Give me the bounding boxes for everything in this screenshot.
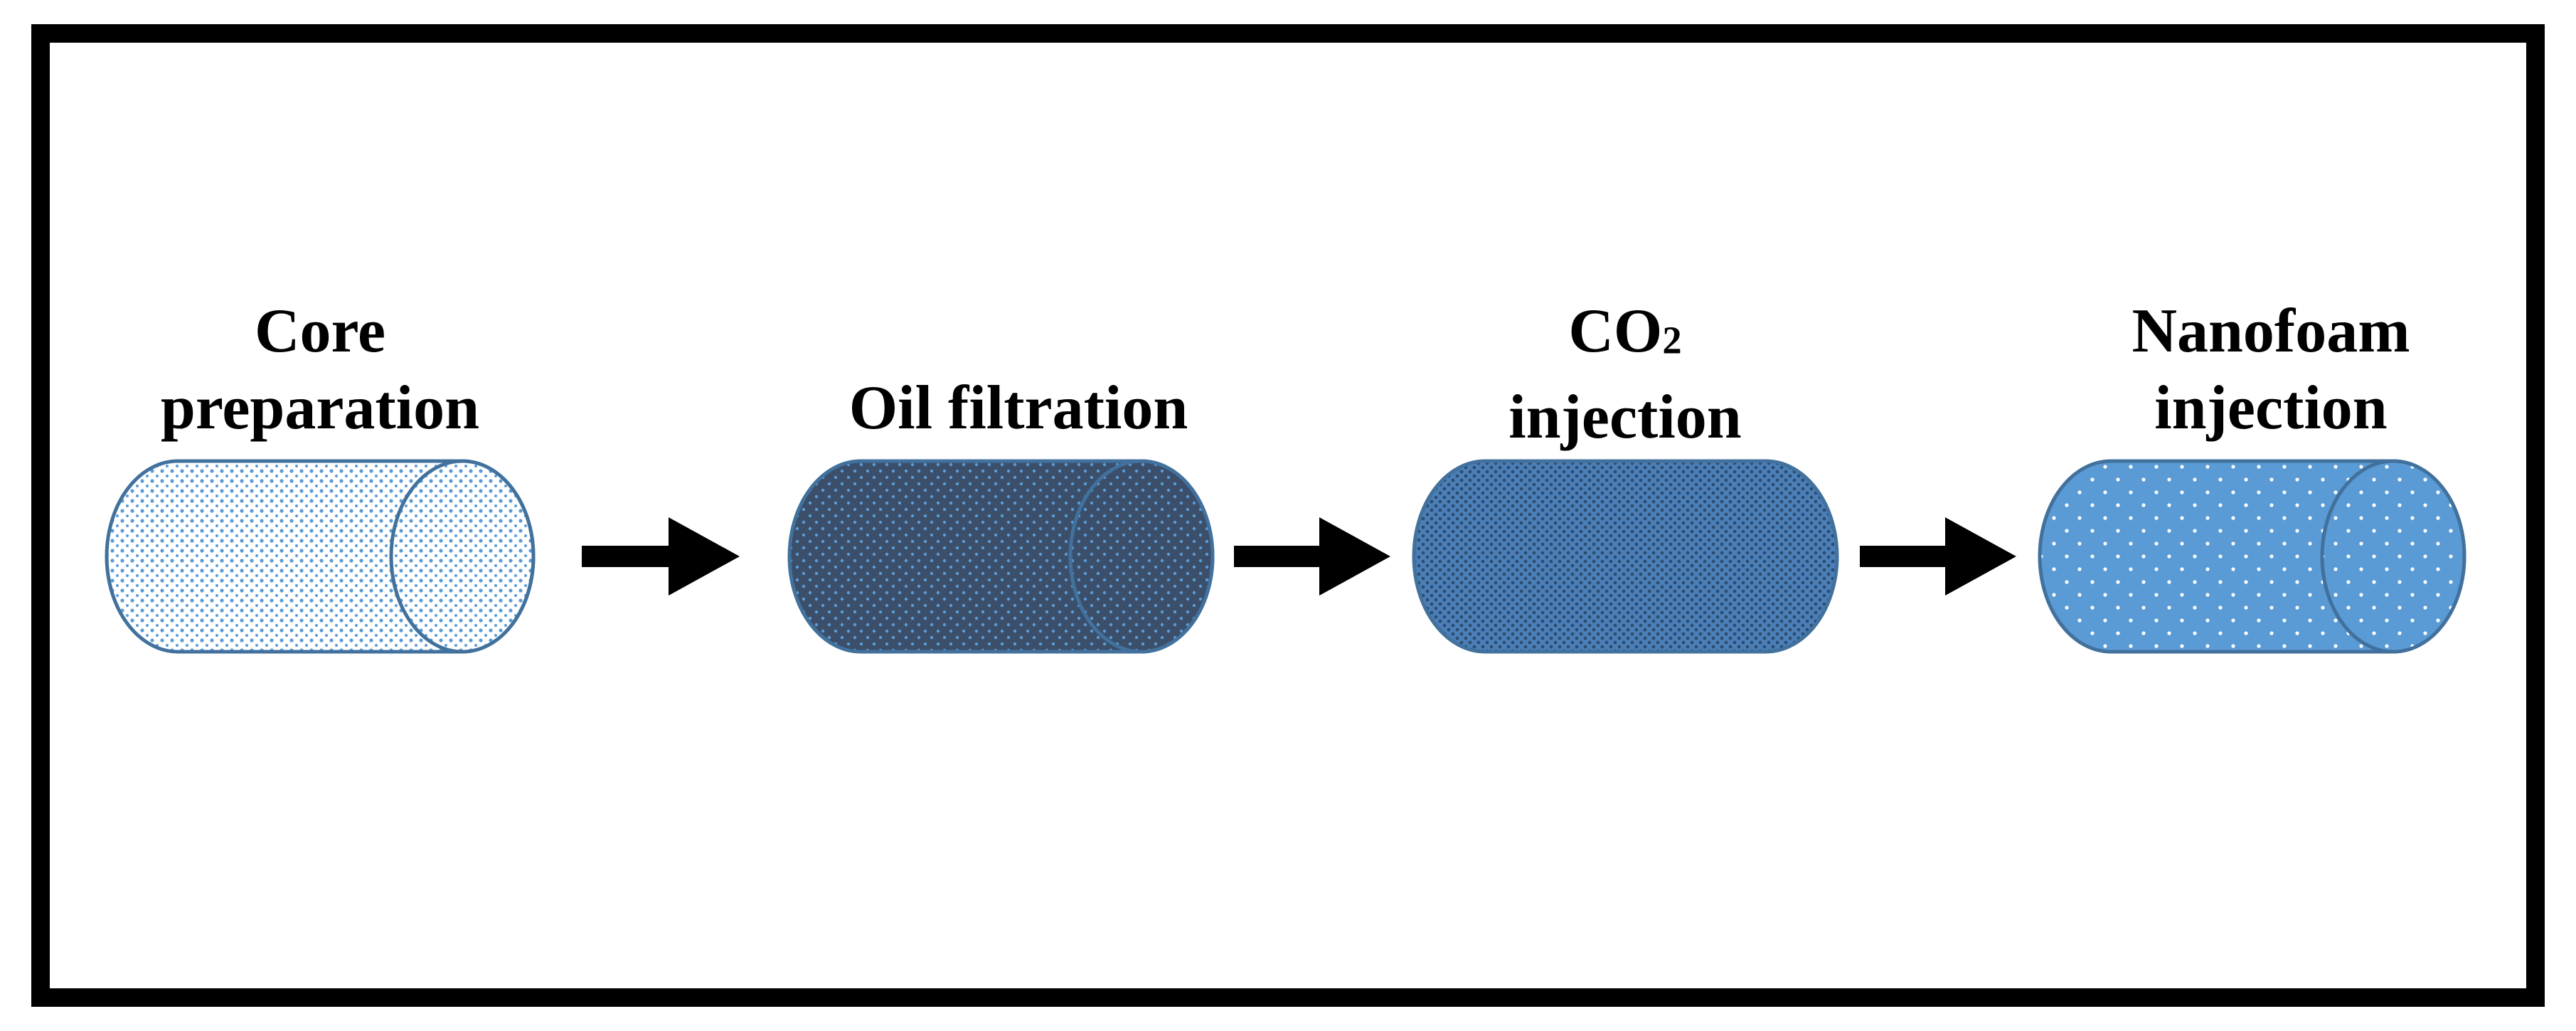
arrow-2 <box>1234 517 1390 596</box>
co2-subscript: 2 <box>1662 318 1682 362</box>
arrow-3 <box>1860 517 2016 596</box>
nanofoam-cylinder-end-cap <box>2320 459 2466 654</box>
step-label-line2: Oil filtration <box>848 374 1188 443</box>
arrow-1 <box>582 517 740 596</box>
co2-cylinder <box>1412 459 1839 654</box>
oil-cylinder-end-cap <box>1068 459 1215 654</box>
step-label-co2: CO2 injection <box>1376 293 1874 456</box>
step-label-line1: Core <box>254 297 386 366</box>
step-label-line1: CO2 <box>1376 293 1874 379</box>
step-label-line1: Nanofoam <box>2131 297 2410 366</box>
step-label-line2: injection <box>2154 374 2388 443</box>
co2-text: CO <box>1568 297 1663 366</box>
oil-cylinder <box>787 459 1215 654</box>
step-label-oil: Oil filtration <box>770 370 1267 447</box>
core-cylinder <box>105 459 536 654</box>
step-label-nanofoam: Nanofoam injection <box>2022 293 2520 447</box>
step-label-line2: preparation <box>160 374 480 443</box>
step-label-core: Core preparation <box>71 293 569 447</box>
step-label-line2: injection <box>1508 382 1742 452</box>
core-cylinder-end-cap <box>389 459 536 654</box>
nanofoam-cylinder <box>2038 459 2466 654</box>
